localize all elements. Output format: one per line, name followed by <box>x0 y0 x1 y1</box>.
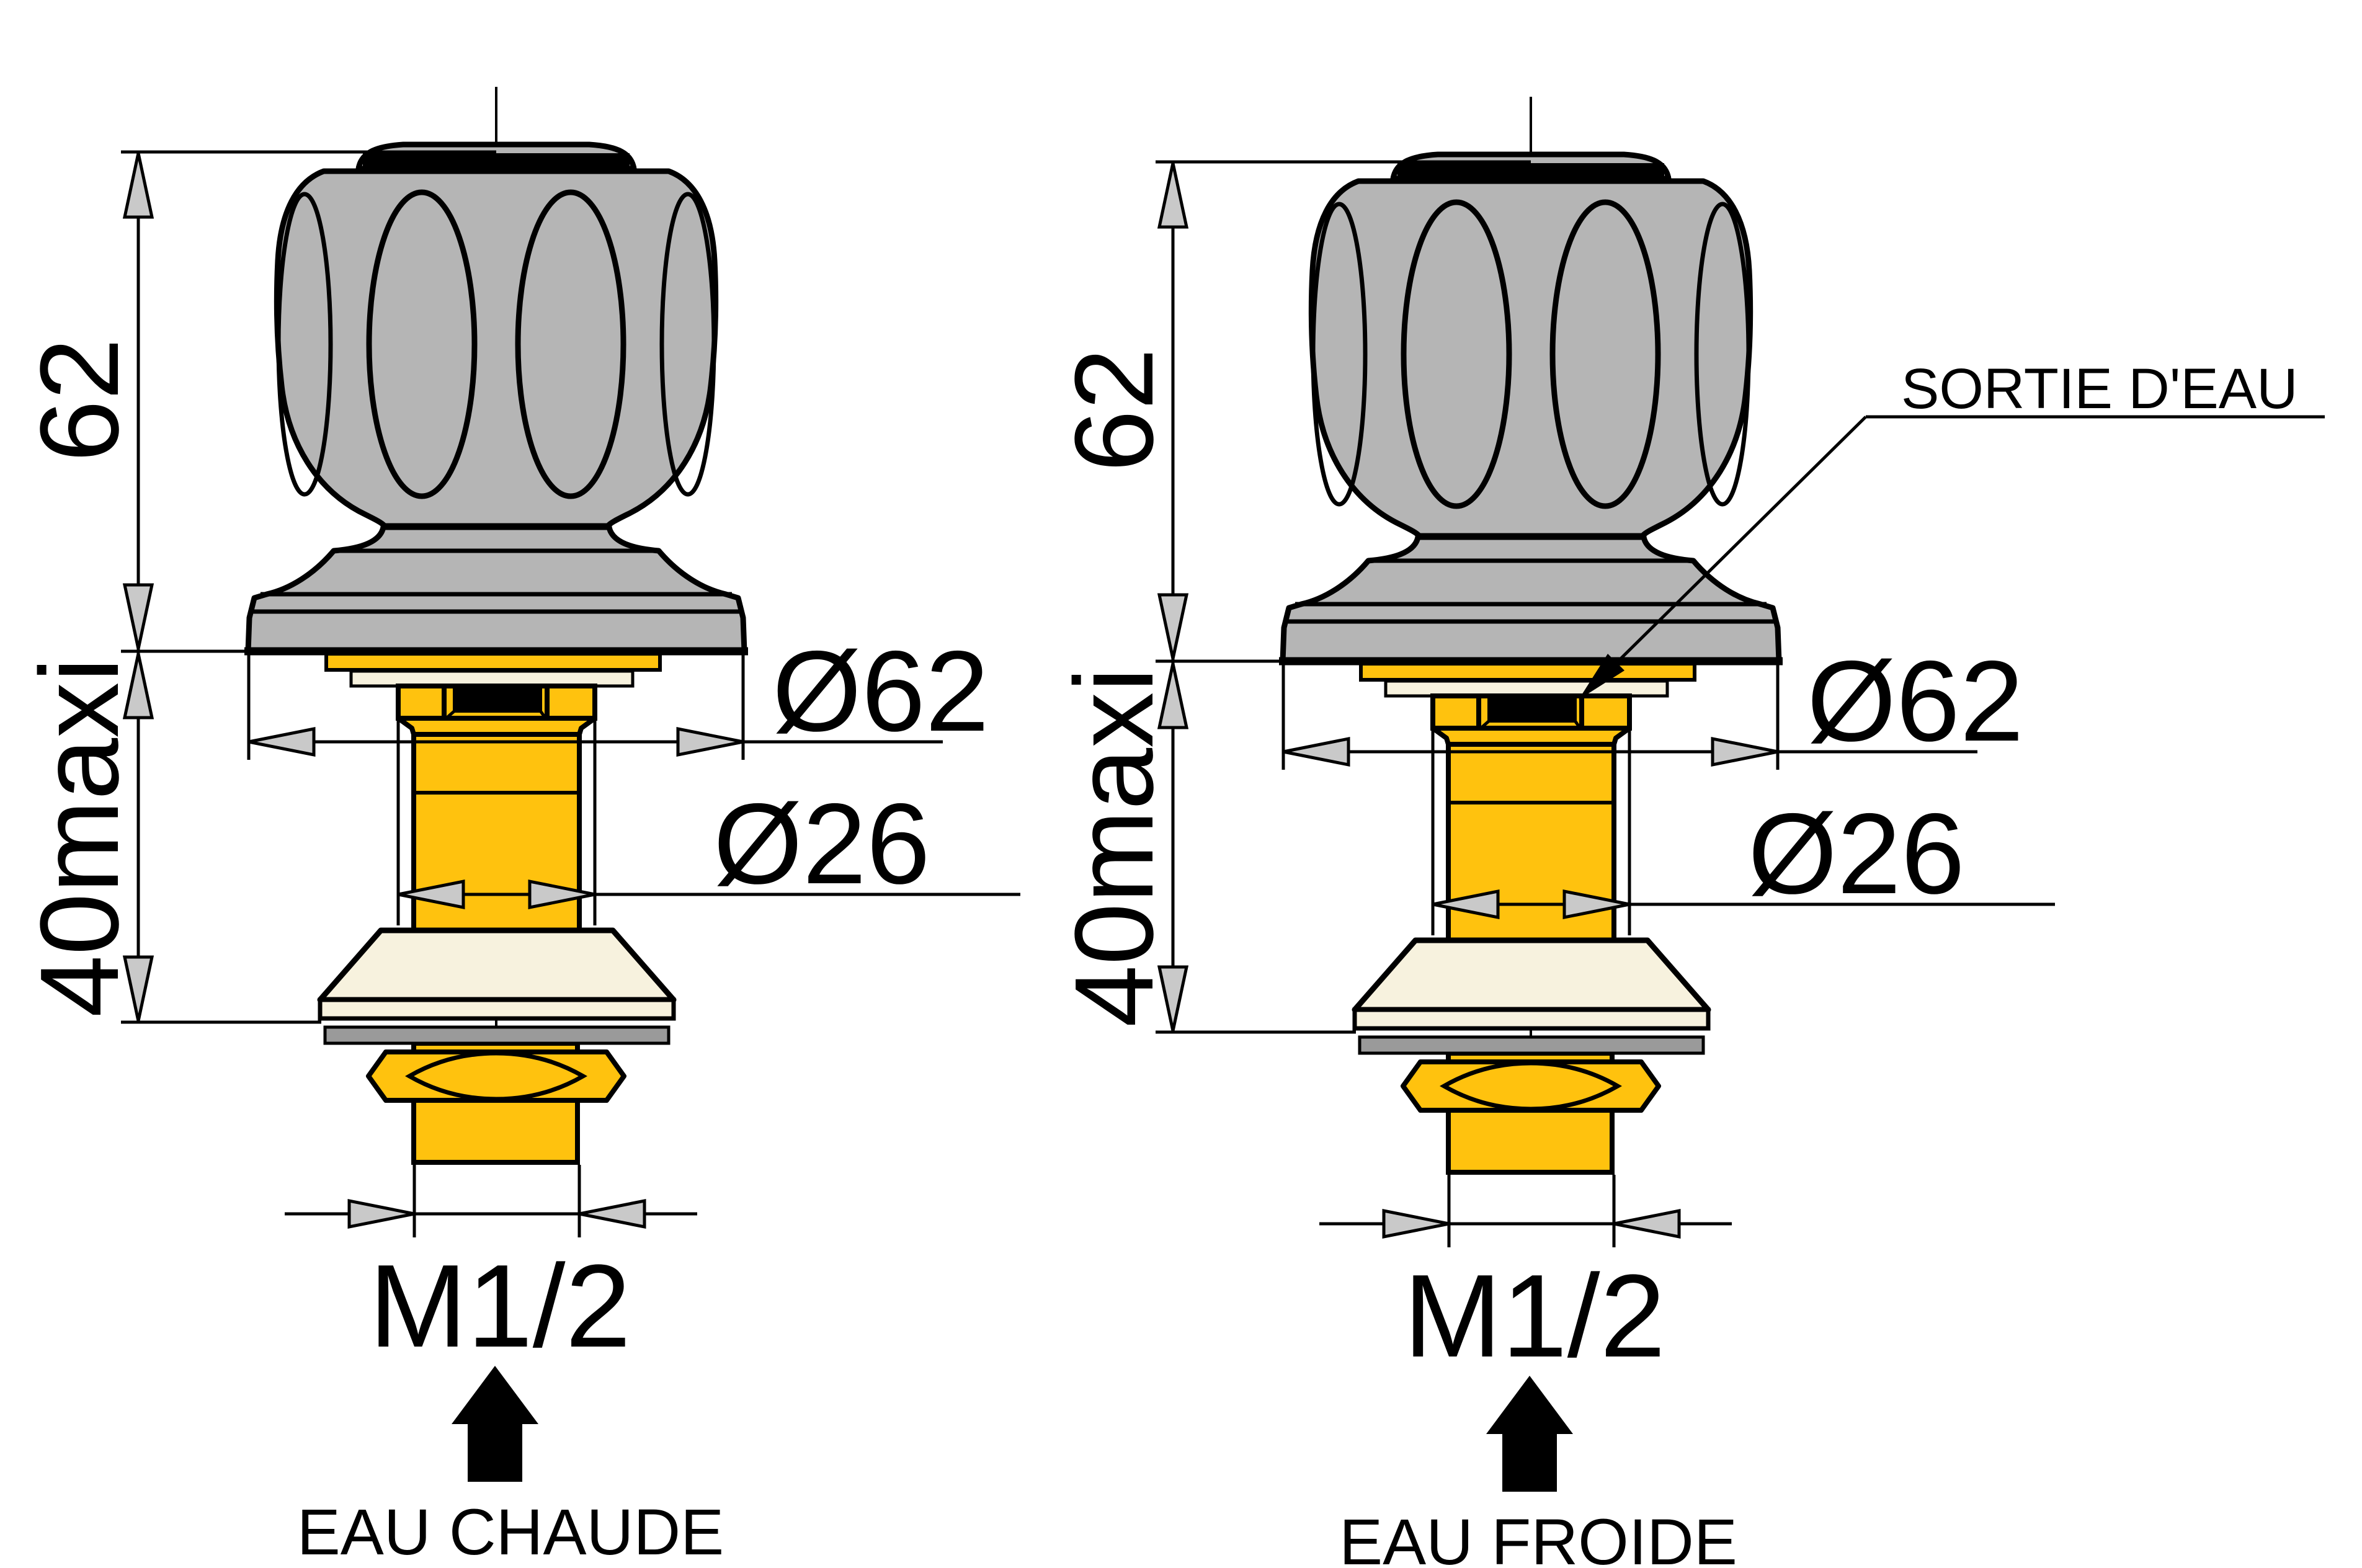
cold-outer-diameter-label: Ø62 <box>1807 638 2024 765</box>
hot-outer-diameter-label: Ø62 <box>772 628 989 755</box>
hot-height-label: 62 <box>17 338 142 462</box>
hot-water-valve-drawing: 62 40maxi Ø62 Ø26 M1/2 EAU CHAUDE <box>17 87 1020 1568</box>
hot-water-label: EAU CHAUDE <box>297 1496 724 1568</box>
water-outlet-annotation: SORTIE D'EAU <box>1579 357 2325 700</box>
hot-thread-label: M1/2 <box>369 1241 631 1372</box>
cold-water-label: EAU FROIDE <box>1339 1506 1737 1568</box>
annotation-leader-line <box>1584 416 1867 695</box>
hot-inner-diameter-label: Ø26 <box>713 780 930 908</box>
cold-depth-label: 40maxi <box>1052 667 1177 1027</box>
cold-thread-label: M1/2 <box>1404 1250 1665 1382</box>
water-outlet-label: SORTIE D'EAU <box>1901 357 2298 421</box>
cold-inner-diameter-label: Ø26 <box>1748 790 1965 918</box>
annotation-arrowhead <box>1579 654 1624 700</box>
hot-depth-label: 40maxi <box>17 657 142 1017</box>
cold-water-valve-drawing: 62 40maxi Ø62 Ø26 M1/2 EAU FROIDE SORTIE… <box>1052 97 2325 1568</box>
cold-height-label: 62 <box>1052 348 1177 472</box>
